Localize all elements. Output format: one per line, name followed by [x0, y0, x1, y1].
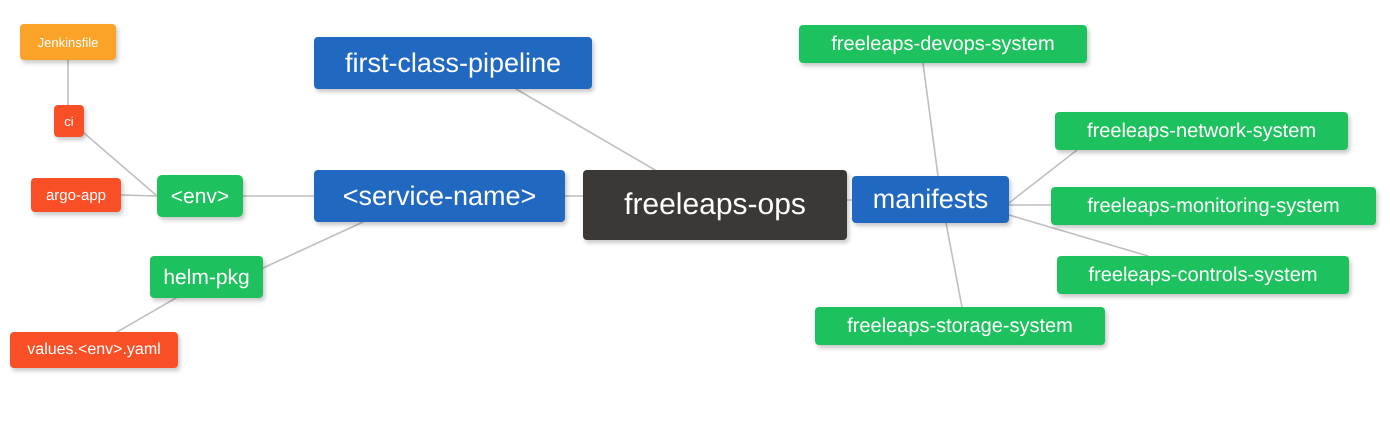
- edge-argo-app-to-env: [120, 194, 158, 197]
- node-argo-app[interactable]: argo-app: [31, 178, 121, 212]
- edge-service-name-to-helm-pkg: [262, 221, 364, 269]
- node-label-freeleaps-devops-system: freeleaps-devops-system: [831, 33, 1055, 55]
- node-label-argo-app: argo-app: [45, 186, 107, 204]
- node-label-service-name: <service-name>: [342, 180, 537, 211]
- node-label-first-class-pipeline: first-class-pipeline: [344, 47, 562, 78]
- edge-manifests-to-freeleaps-storage-system: [945, 222, 963, 308]
- node-freeleaps-ops[interactable]: freeleaps-ops: [583, 170, 847, 240]
- edge-helm-pkg-to-values-yaml: [116, 297, 177, 333]
- node-service-name[interactable]: <service-name>: [314, 170, 565, 222]
- node-freeleaps-controls-system[interactable]: freeleaps-controls-system: [1057, 256, 1349, 294]
- node-label-freeleaps-network-system: freeleaps-network-system: [1087, 120, 1316, 142]
- node-first-class-pipeline[interactable]: first-class-pipeline: [314, 37, 592, 89]
- node-helm-pkg[interactable]: helm-pkg: [150, 256, 263, 298]
- node-manifests[interactable]: manifests: [852, 176, 1009, 223]
- node-label-freeleaps-controls-system: freeleaps-controls-system: [1088, 264, 1318, 286]
- node-freeleaps-network-system[interactable]: freeleaps-network-system: [1055, 112, 1348, 150]
- node-env[interactable]: <env>: [157, 175, 243, 217]
- node-freeleaps-devops-system[interactable]: freeleaps-devops-system: [799, 25, 1087, 63]
- node-label-freeleaps-ops: freeleaps-ops: [624, 188, 806, 221]
- node-freeleaps-storage-system[interactable]: freeleaps-storage-system: [815, 307, 1105, 345]
- node-label-values-yaml: values.<env>.yaml: [27, 341, 161, 358]
- edge-first-class-pipeline-to-freeleaps-ops: [515, 88, 656, 171]
- node-values-yaml[interactable]: values.<env>.yaml: [10, 332, 178, 368]
- node-ci[interactable]: ci: [54, 105, 84, 137]
- edge-manifests-to-freeleaps-devops-system: [922, 62, 939, 177]
- node-label-helm-pkg: helm-pkg: [163, 265, 250, 289]
- node-label-freeleaps-monitoring-system: freeleaps-monitoring-system: [1087, 195, 1340, 217]
- node-label-freeleaps-storage-system: freeleaps-storage-system: [847, 315, 1073, 337]
- node-label-ci: ci: [64, 113, 74, 129]
- node-label-env: <env>: [170, 184, 230, 208]
- node-label-jenkinsfile: Jenkinsfile: [37, 34, 99, 50]
- node-jenkinsfile[interactable]: Jenkinsfile: [20, 24, 116, 60]
- node-label-manifests: manifests: [872, 184, 989, 214]
- node-freeleaps-monitoring-system[interactable]: freeleaps-monitoring-system: [1051, 187, 1376, 225]
